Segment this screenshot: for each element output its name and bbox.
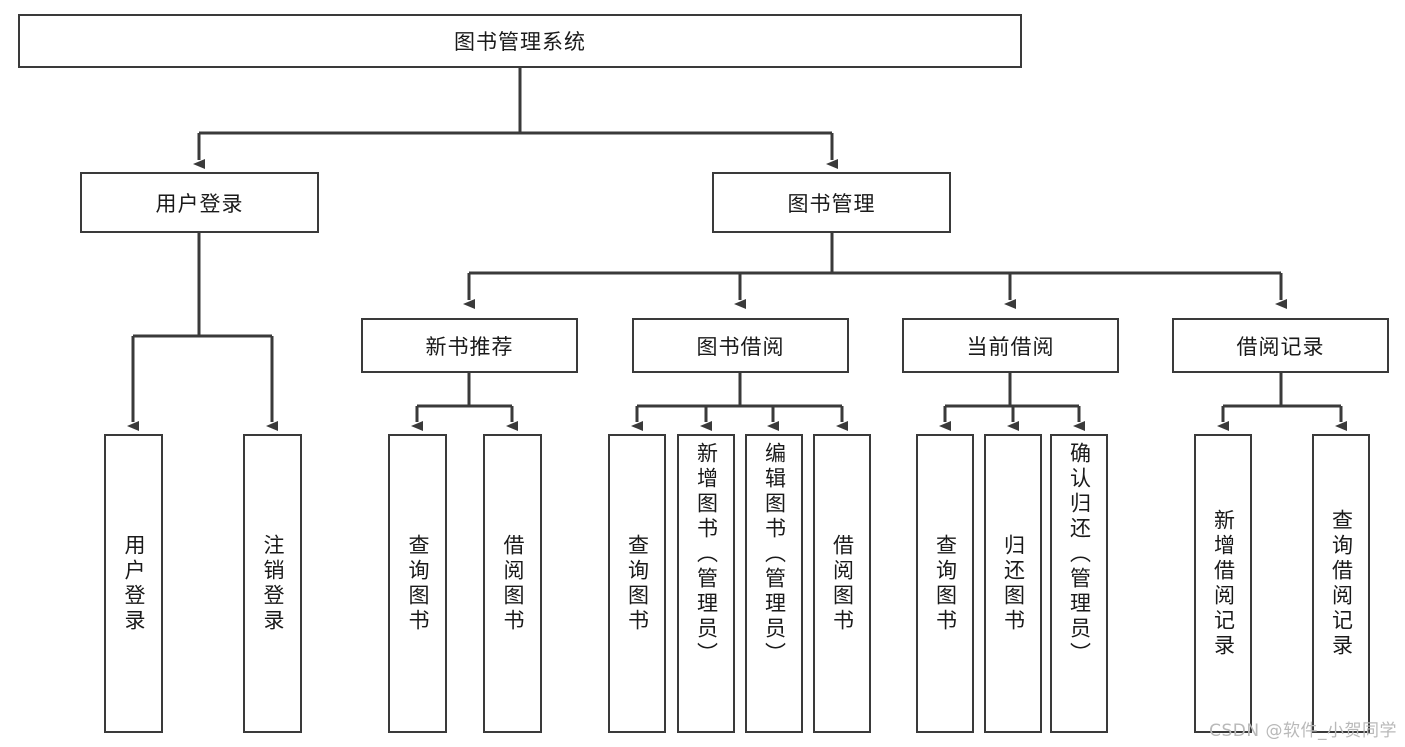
node-root-system[interactable]: 图书管理系统 xyxy=(18,14,1022,68)
leaf-return-book[interactable]: 归还图书 xyxy=(984,434,1042,733)
node-current-borrow[interactable]: 当前借阅 xyxy=(902,318,1119,373)
node-label: 编辑图书（管理员） xyxy=(762,442,787,667)
leaf-confirm-return-admin[interactable]: 确认归还（管理员） xyxy=(1050,434,1108,733)
node-book-management[interactable]: 图书管理 xyxy=(712,172,951,233)
node-new-book-recommend[interactable]: 新书推荐 xyxy=(361,318,578,373)
node-user-login[interactable]: 用户登录 xyxy=(80,172,319,233)
node-label: 确认归还（管理员） xyxy=(1067,442,1092,667)
node-label: 查询图书 xyxy=(406,533,430,634)
node-label: 图书借阅 xyxy=(696,334,785,359)
node-label: 图书管理系统 xyxy=(454,30,586,54)
leaf-query-borrow-record[interactable]: 查询借阅记录 xyxy=(1312,434,1370,733)
leaf-user-login[interactable]: 用户登录 xyxy=(104,434,163,733)
node-label: 借阅图书 xyxy=(830,533,855,634)
node-label: 归还图书 xyxy=(1001,533,1026,634)
node-label: 查询图书 xyxy=(933,533,958,634)
node-borrow-records[interactable]: 借阅记录 xyxy=(1172,318,1389,373)
node-label: 借阅记录 xyxy=(1236,334,1325,359)
leaf-add-borrow-record[interactable]: 新增借阅记录 xyxy=(1194,434,1252,733)
leaf-edit-book-admin[interactable]: 编辑图书（管理员） xyxy=(745,434,803,733)
node-label: 借阅图书 xyxy=(501,533,525,634)
node-label: 图书管理 xyxy=(787,191,876,216)
leaf-borrow-book[interactable]: 借阅图书 xyxy=(813,434,871,733)
node-label: 查询借阅记录 xyxy=(1329,508,1354,659)
leaf-query-book-current[interactable]: 查询图书 xyxy=(916,434,974,733)
node-label: 当前借阅 xyxy=(966,334,1055,359)
node-label: 新增图书（管理员） xyxy=(694,442,719,667)
leaf-add-book-admin[interactable]: 新增图书（管理员） xyxy=(677,434,735,733)
node-label: 用户登录 xyxy=(122,533,146,634)
leaf-logout[interactable]: 注销登录 xyxy=(243,434,302,733)
leaf-borrow-book-recommend[interactable]: 借阅图书 xyxy=(483,434,542,733)
watermark-text: CSDN @软件_小贺同学 xyxy=(1209,721,1397,741)
node-label: 新增借阅记录 xyxy=(1211,508,1236,659)
node-label: 用户登录 xyxy=(155,191,244,216)
leaf-query-book-recommend[interactable]: 查询图书 xyxy=(388,434,447,733)
node-label: 新书推荐 xyxy=(425,334,514,359)
leaf-query-book-borrow[interactable]: 查询图书 xyxy=(608,434,666,733)
node-label: 注销登录 xyxy=(261,533,285,634)
node-label: 查询图书 xyxy=(625,533,650,634)
node-book-borrow[interactable]: 图书借阅 xyxy=(632,318,849,373)
